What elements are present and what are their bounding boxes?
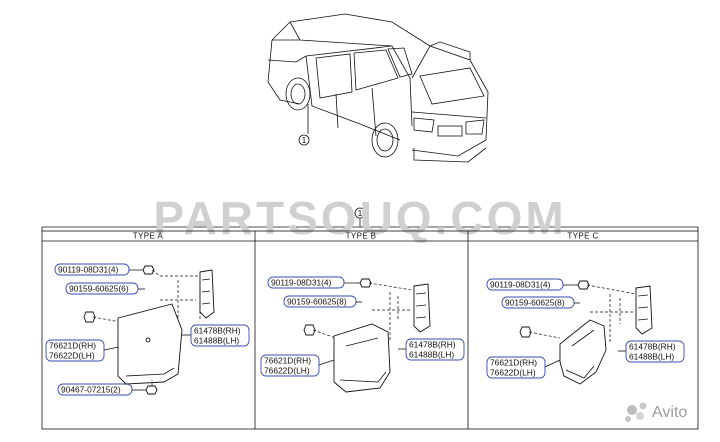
label-flap-lh: 76622D(LH) <box>490 368 536 378</box>
label-nut: 90159-60625(6) <box>69 284 129 294</box>
label-bolt: 90119-08D31(4) <box>58 265 119 275</box>
mud-flap-icon <box>117 303 183 385</box>
panel-b-title: TYPE B <box>346 232 377 241</box>
panel-type-a: 90119-08D31(4) 90159-60625(6) 76621D(RH)… <box>45 263 250 396</box>
watermark: PARTSOUQ.COM <box>153 192 566 244</box>
nut-icon <box>83 311 96 323</box>
panel-type-b: 90119-08D31(4) 90159-60625(8) 76621D(RH)… <box>260 276 465 393</box>
mud-flap-icon <box>333 323 391 393</box>
label-bolt: 90119-08D31(4) <box>490 280 551 290</box>
label-flap-rh: 76621D(RH) <box>49 341 96 351</box>
callout-panels: 1 <box>41 207 699 231</box>
bracket-icon <box>413 283 431 333</box>
panels-frame <box>41 230 699 430</box>
label-bolt: 90119-08D31(4) <box>271 278 332 288</box>
avito-logo-text: Avito <box>652 404 687 421</box>
callout-number: 1 <box>358 208 363 218</box>
avito-watermark: Avito <box>625 402 687 422</box>
label-nut: 90159-60625(8) <box>287 297 347 307</box>
label-screw: 90467-07215(2) <box>61 385 121 395</box>
nut-icon <box>519 326 532 338</box>
label-nut: 90159-60625(8) <box>505 298 565 308</box>
label-flap-lh: 76622D(LH) <box>264 366 310 376</box>
label-flap-rh: 76621D(RH) <box>490 358 537 368</box>
label-bracket-lh: 61488B(LH) <box>194 336 239 346</box>
bracket-icon <box>635 285 653 335</box>
label-bracket-lh: 61488B(LH) <box>629 352 674 362</box>
nut-icon <box>303 324 316 336</box>
panel-a-title: TYPE A <box>133 232 164 241</box>
label-bracket-rh: 61478B(RH) <box>194 326 241 336</box>
screw-icon <box>145 380 158 395</box>
panel-type-c: 90119-08D31(4) 90159-60625(8) 76621D(RH)… <box>486 278 685 385</box>
label-bracket-rh: 61478B(RH) <box>409 340 456 350</box>
label-flap-lh: 76622D(LH) <box>49 351 95 361</box>
bolt-icon <box>142 265 161 277</box>
callout-number: 1 <box>302 135 307 145</box>
panel-c-title: TYPE C <box>567 232 598 241</box>
mud-flap-icon <box>559 319 607 385</box>
label-bracket-rh: 61478B(RH) <box>629 342 676 352</box>
callout-vehicle: 1 <box>298 134 310 146</box>
bracket-icon <box>199 269 215 319</box>
bolt-icon <box>359 278 372 288</box>
label-flap-rh: 76621D(RH) <box>264 356 311 366</box>
vehicle-illustration <box>267 13 489 163</box>
label-bracket-lh: 61488B(LH) <box>409 350 454 360</box>
bolt-icon <box>577 280 590 290</box>
